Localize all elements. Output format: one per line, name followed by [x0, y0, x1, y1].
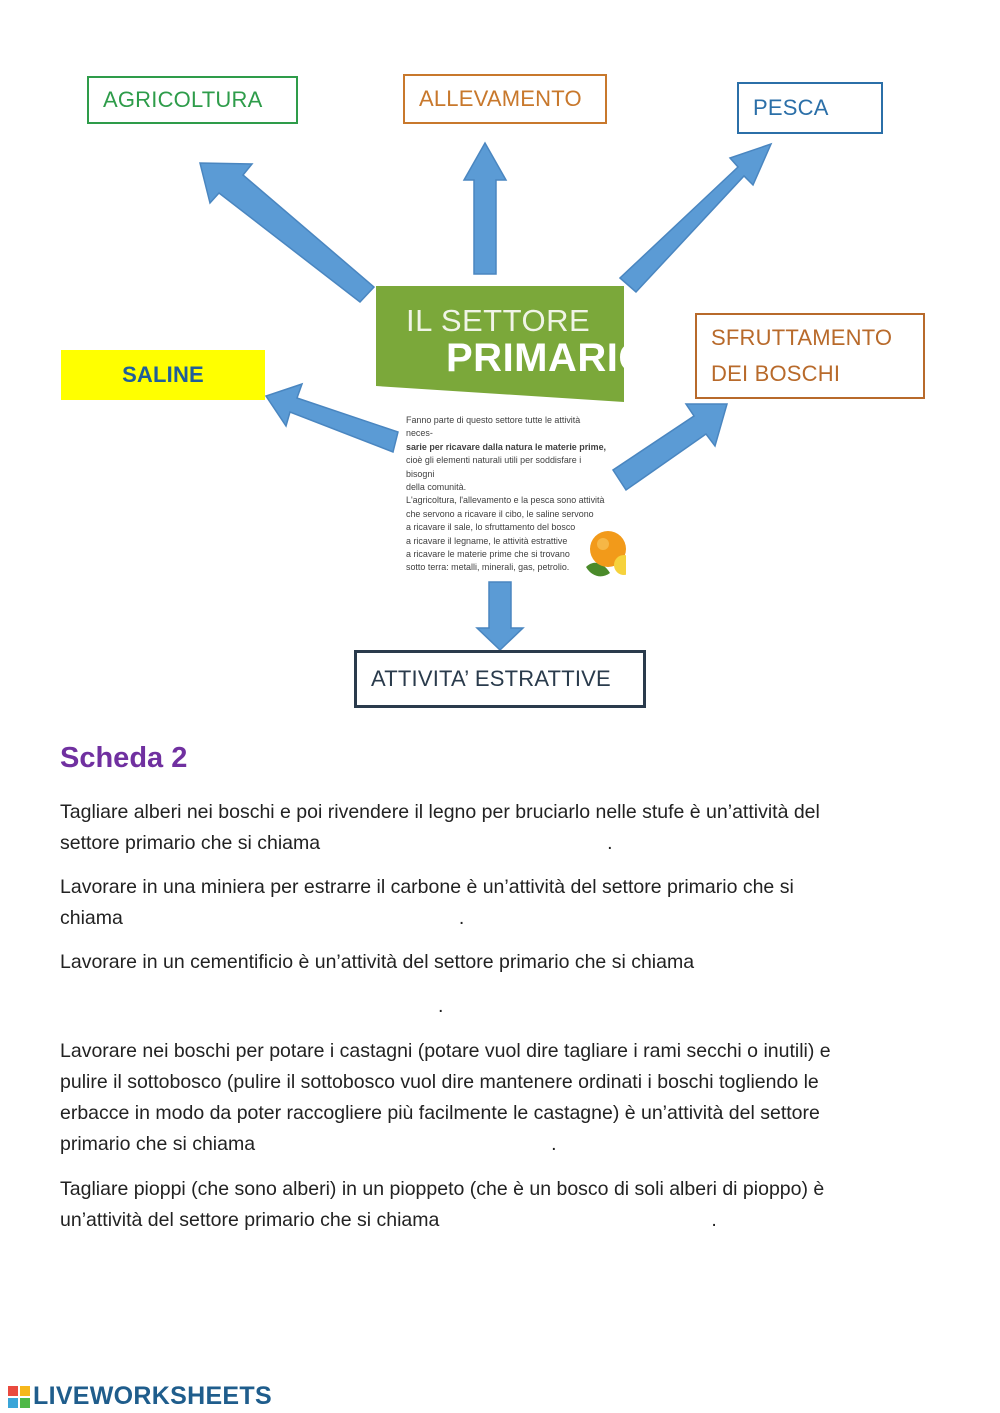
arrow-to-agricoltura [199, 162, 376, 304]
arrow-to-allevamento [462, 141, 508, 275]
label-saline: SALINE [122, 362, 204, 387]
answer-blank-dot: . [438, 995, 444, 1017]
question-text: Lavorare in un cementificio è un’attivit… [60, 951, 695, 973]
box-agricoltura: AGRICOLTURA [87, 76, 298, 124]
description-line: a ricavare il sale, lo sfruttamento del … [406, 522, 576, 534]
label-sfruttamento-line2: DEI BOSCHI [711, 361, 841, 386]
answer-blank-dot: . [551, 1133, 557, 1155]
label-allevamento: ALLEVAMENTO [419, 86, 582, 111]
question-1: Tagliare alberi nei boschi e poi rivende… [60, 797, 940, 859]
answer-blank-dot: . [607, 832, 613, 854]
box-allevamento: ALLEVAMENTO [403, 74, 607, 124]
question-text: primario che si chiama [60, 1133, 256, 1155]
question-2: Lavorare in una miniera per estrarre il … [60, 872, 940, 934]
description-line: Fanno parte di questo settore tutte le a… [406, 415, 581, 440]
label-agricoltura: AGRICOLTURA [103, 87, 263, 112]
liveworksheets-footer: LIVEWORKSHEETS [8, 1382, 272, 1411]
description-line: della comunità. [406, 482, 467, 494]
question-text: pulire il sottobosco (pulire il sottobos… [60, 1071, 819, 1093]
liveworksheets-brand: LIVEWORKSHEETS [33, 1382, 272, 1410]
question-text: Tagliare pioppi (che sono alberi) in un … [60, 1178, 825, 1200]
box-pesca: PESCA [737, 82, 883, 134]
question-text: chiama [60, 907, 123, 929]
concept-map-arrows [199, 141, 773, 652]
liveworksheets-logo-icon [8, 1385, 30, 1408]
question-text: settore primario che si chiama [60, 832, 321, 854]
answer-blank-dot: . [458, 907, 465, 929]
question-4: Lavorare nei boschi per potare i castagn… [60, 1036, 940, 1160]
description-line: che servono a ricavare il cibo, le salin… [406, 508, 594, 520]
worksheet-title: Scheda 2 [60, 742, 188, 774]
answer-blank-dot: . [711, 1209, 717, 1231]
banner-title-line2: PRIMARIO [446, 336, 650, 380]
question-text: Lavorare nei boschi per potare i castagn… [60, 1040, 831, 1062]
question-3: Lavorare in un cementificio è un’attivit… [60, 947, 940, 1022]
question-text: Tagliare alberi nei boschi e poi rivende… [60, 801, 820, 823]
settore-primario-banner [376, 286, 624, 402]
question-text: un’attività del settore primario che si … [60, 1209, 440, 1231]
arrow-to-pesca [618, 142, 773, 294]
description-line: sotto terra: metalli, minerali, gas, pet… [406, 562, 570, 574]
question-text: Lavorare in una miniera per estrarre il … [60, 876, 794, 898]
description-line: sarie per ricavare dalla natura le mater… [406, 441, 607, 453]
description-line: a ricavare le materie prime che si trova… [406, 549, 570, 561]
box-sfruttamento-boschi: SFRUTTAMENTO DEI BOSCHI [695, 313, 925, 399]
description-line: cioè gli elementi naturali utili per sod… [406, 455, 582, 480]
arrow-to-sfruttamento [611, 403, 728, 492]
orange-fruit-icon [586, 531, 626, 577]
description-line: L'agricoltura, l'allevamento e la pesca … [406, 495, 605, 507]
question-text: erbacce in modo da poter raccogliere più… [60, 1102, 820, 1124]
settore-primario-description: Fanno parte di questo settore tutte le a… [406, 414, 607, 575]
label-sfruttamento-line1: SFRUTTAMENTO [711, 325, 893, 350]
banner-title-line1: IL SETTORE [406, 303, 591, 338]
question-5: Tagliare pioppi (che sono alberi) in un … [60, 1174, 940, 1236]
label-attivita-estrattive: ATTIVITA’ ESTRATTIVE [371, 666, 611, 691]
arrow-to-attivita [475, 581, 525, 652]
label-pesca: PESCA [753, 95, 829, 120]
box-attivita-estrattive: ATTIVITA’ ESTRATTIVE [354, 650, 646, 708]
arrow-to-saline [264, 382, 399, 454]
description-line: a ricavare il legname, le attività estra… [406, 535, 568, 547]
box-saline: SALINE [61, 350, 265, 400]
